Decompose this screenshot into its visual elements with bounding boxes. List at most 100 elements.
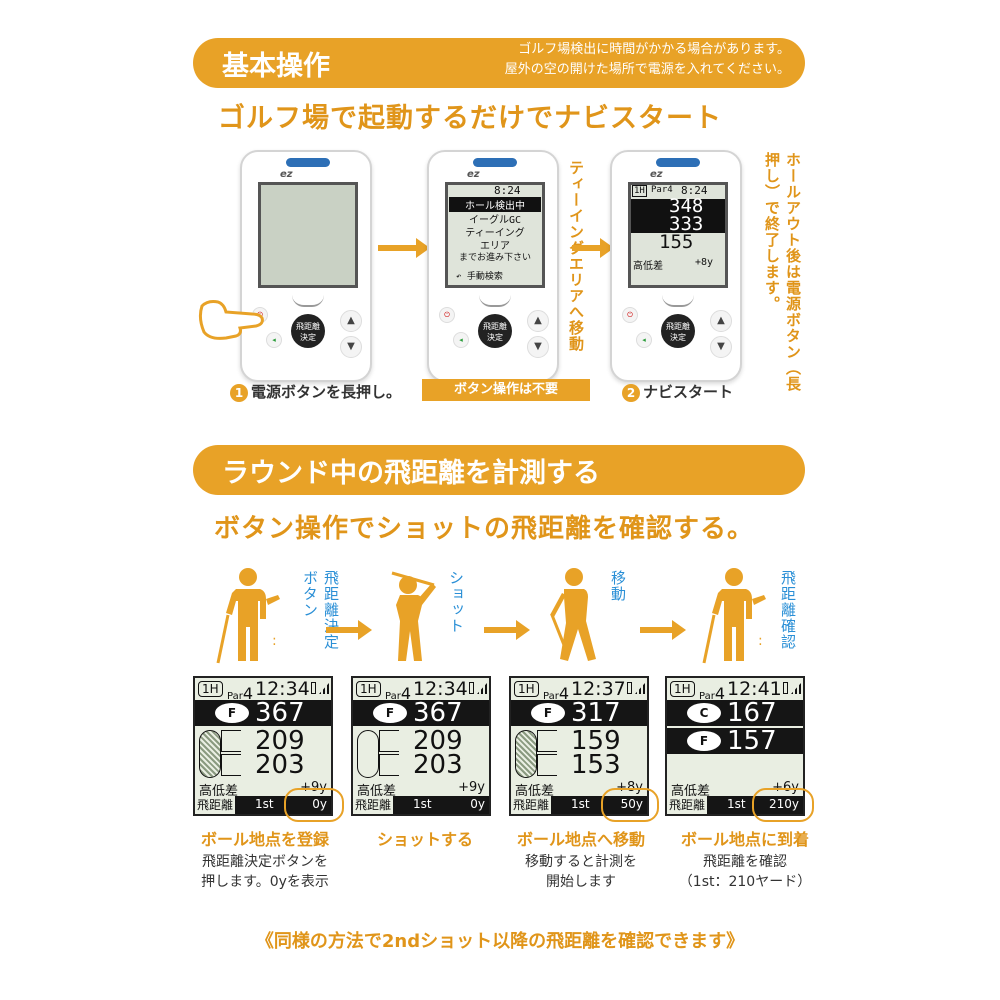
step2-number: 2: [622, 384, 640, 402]
hazard-bracket-icon: [537, 730, 557, 752]
distance-set-button[interactable]: 飛距離 決定: [478, 314, 512, 348]
measure-row: 飛距離 1st 210y: [667, 796, 803, 814]
front-distance-row: F 317: [511, 698, 647, 728]
lcd-screen-moving: 1H Par4 12:37 F 317 159 153 高低差+8y 飛距離 1…: [509, 676, 649, 816]
screen-line: イーグルGC: [468, 215, 522, 226]
distance-highlight-ring: [601, 788, 659, 822]
golfer-swinging-icon: [391, 571, 436, 661]
figure-label-confirm: 飛距離確認: [779, 570, 797, 650]
svg-text::: :: [758, 633, 763, 649]
no-button-needed-label: ボタン操作は不要: [422, 379, 590, 401]
measure-label: 飛距離: [195, 796, 236, 814]
caption-desc-3: 移動すると計測を 開始します: [525, 854, 637, 890]
elevation-row: 高低差+6y: [671, 780, 799, 799]
front-distance-row: F 367: [353, 698, 489, 728]
battery-icon: [627, 682, 632, 694]
bluetooth-badge: [473, 158, 517, 167]
up-arrow-button[interactable]: ▲: [710, 310, 732, 332]
front-distance: 317: [571, 698, 621, 728]
screen-c-value: 348: [669, 195, 704, 217]
voice-button[interactable]: ◂: [636, 332, 652, 348]
voice-button[interactable]: ◂: [266, 332, 282, 348]
screen-time: 8:24: [494, 184, 521, 197]
measure-label: 飛距離: [667, 796, 708, 814]
elevation-row: 高低差+9y: [199, 780, 327, 799]
hazard-distance-2: 203: [413, 750, 463, 780]
hazard-distance-2: 203: [255, 750, 305, 780]
section1-note: ゴルフ場検出に時間がかかる場合があります。 屋外の空の開けた場所で電源を入れてく…: [504, 42, 790, 77]
golfer-checking-icon: :: [702, 568, 766, 664]
device-screen: 1H Par4 8:24 348 333 155 高低差 +8y: [628, 182, 728, 288]
screen-par: Par4: [651, 185, 673, 195]
device-logo: ez: [280, 169, 293, 180]
front-distance: 367: [413, 698, 463, 728]
center-distance-row: C 167: [667, 698, 803, 728]
pointing-hand-icon: [198, 300, 264, 340]
par-label: Par4: [385, 684, 412, 703]
screen-elev-label: 高低差: [633, 261, 663, 272]
screen-dark-block: [631, 199, 725, 233]
brand-wings-icon: [479, 295, 511, 307]
golfer-walking-icon: [550, 568, 596, 661]
elevation-row: 高低差+8y: [515, 780, 643, 799]
shot-distance: 0y: [470, 797, 485, 811]
distance-set-button[interactable]: 飛距離 決定: [291, 314, 325, 348]
measure-label: 飛距離: [353, 796, 394, 814]
power-button[interactable]: ⏻: [622, 307, 638, 323]
flow-arrow-5: [640, 620, 686, 640]
section2-headline: ボタン操作でショットの飛距離を確認する。: [214, 514, 755, 544]
device-logo: ez: [650, 169, 663, 180]
signal-icon: [635, 683, 645, 694]
flow-arrow-4: [484, 620, 530, 640]
hazard-distance-1: 209: [255, 726, 305, 756]
hazard-bracket-icon: [221, 730, 241, 752]
measure-label: 飛距離: [511, 796, 552, 814]
figure-label-shot: ショット: [447, 570, 465, 634]
screen-line: エリア: [480, 241, 510, 252]
up-arrow-button[interactable]: ▲: [527, 310, 549, 332]
caption-title-1: ボール地点を登録: [200, 830, 329, 849]
hole-number: 1H: [514, 681, 539, 697]
front-distance-row: F 367: [195, 698, 331, 728]
section1-title: 基本操作: [222, 51, 330, 82]
shot-number: 1st: [571, 797, 590, 811]
clock-time: 12:34: [255, 678, 310, 700]
power-button[interactable]: ⏻: [439, 307, 455, 323]
down-arrow-button[interactable]: ▼: [527, 336, 549, 358]
caption-desc-1: 飛距離決定ボタンを 押します。0yを表示: [201, 854, 329, 890]
screen-manual-search: ↶ 手動検索: [456, 272, 503, 282]
center-flag-icon: C: [687, 703, 721, 723]
up-arrow-button[interactable]: ▲: [340, 310, 362, 332]
distance-highlight-ring: [284, 788, 344, 822]
green-icon: [515, 730, 537, 778]
shot-number: 1st: [413, 797, 432, 811]
hazard-distance-1: 209: [413, 726, 463, 756]
gps-device-off: ez ⏻ ◂ 飛距離 決定 ▲ ▼: [240, 150, 372, 382]
hole-number: 1H: [670, 681, 695, 697]
gps-device-searching: ez 8:24 ホール検出中 イーグルGC ティーイング エリア までお進み下さ…: [427, 150, 559, 382]
gps-device-navigating: ez 1H Par4 8:24 348 333 155 高低差 +8y ⏻ ◂ …: [610, 150, 742, 382]
flow-arrow-3: [326, 620, 372, 640]
shot-distance: 210y: [768, 797, 799, 811]
footer-note: 《同様の方法で2ndショット以降の飛距離を確認できます》: [255, 931, 745, 952]
lcd-screen-arrived: 1H Par4 12:41 C 167 F 157 高低差+6y 飛距離 1st…: [665, 676, 805, 816]
hazard-bracket-icon: [537, 754, 557, 776]
brand-wings-icon: [662, 295, 694, 307]
par-label: Par4: [543, 684, 570, 703]
shot-number: 1st: [255, 797, 274, 811]
front-flag-icon: F: [531, 703, 565, 723]
center-distance: 167: [727, 698, 777, 728]
flow-arrow-1: [378, 238, 430, 258]
screen-hole: 1H: [632, 185, 647, 197]
front-flag-icon: F: [215, 703, 249, 723]
section1-headline: ゴルフ場で起動するだけでナビスタート: [218, 103, 722, 134]
voice-button[interactable]: ◂: [453, 332, 469, 348]
down-arrow-button[interactable]: ▼: [710, 336, 732, 358]
caption-desc-4: 飛距離を確認 （1st：210ヤード）: [678, 854, 812, 890]
down-arrow-button[interactable]: ▼: [340, 336, 362, 358]
step1-number: 1: [230, 384, 248, 402]
screen-f-value: 333: [669, 213, 704, 235]
distance-set-button[interactable]: 飛距離 決定: [661, 314, 695, 348]
battery-icon: [311, 682, 316, 694]
